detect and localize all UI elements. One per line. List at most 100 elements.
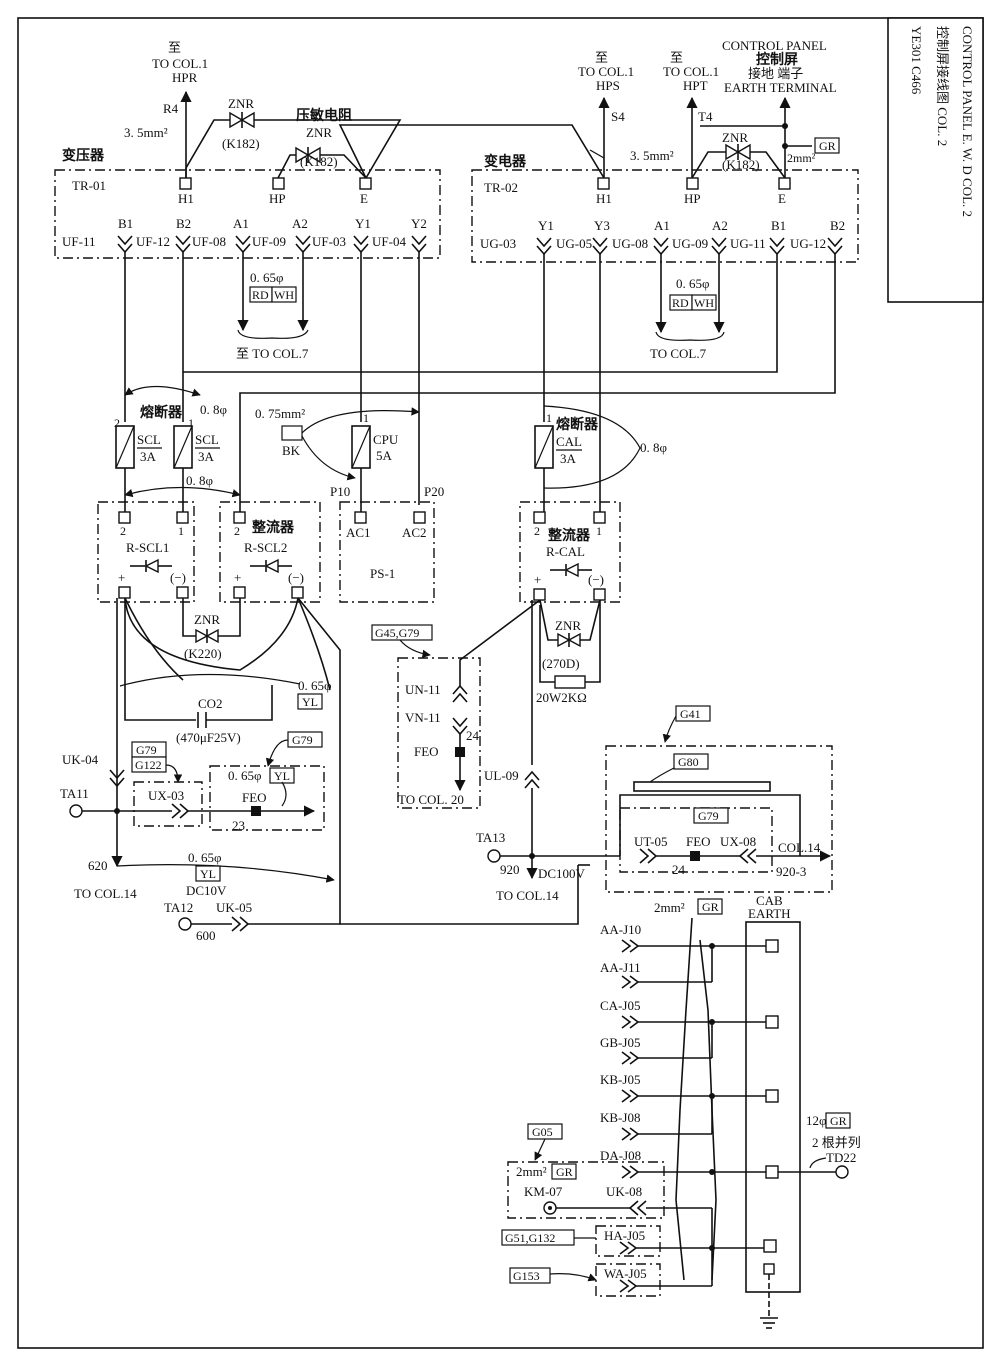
mid-feo: FEO — [414, 744, 439, 759]
earth-g05: G05 — [532, 1125, 553, 1139]
mid-dc100v: DC100V — [538, 866, 586, 881]
mid-270d: (270D) — [542, 656, 580, 671]
tr01-term-e — [359, 177, 372, 190]
tr02-wire-065: 0. 65φ — [676, 276, 710, 291]
ll-620: 620 — [88, 858, 108, 873]
rscl1-t2: 2 — [120, 524, 126, 538]
tr02-conn-ug05: UG-05 — [556, 236, 592, 251]
fuse-n2-left: 2 — [114, 416, 120, 430]
fuse-075: 0. 75mm² — [255, 406, 305, 421]
label-control-panel-cn: 控制屏 — [756, 51, 798, 68]
rcal-t2: 2 — [534, 524, 540, 538]
g41-tag — [675, 705, 711, 722]
earth-term-5 — [763, 1239, 777, 1253]
label-to-col1-hpr: TO COL.1 — [152, 56, 208, 71]
fuse-n1-cpu: 1 — [363, 411, 369, 425]
earth-gr: GR — [702, 900, 719, 914]
earth-cab: CAB — [756, 893, 783, 908]
tr02-label-y1: Y1 — [538, 218, 554, 233]
earth-wa: WA-J05 — [604, 1266, 647, 1281]
earth-term-2 — [765, 1015, 779, 1029]
label-r4: R4 — [163, 101, 179, 116]
label-earth-terminal: EARTH TERMINAL — [724, 80, 837, 95]
tr01-label-hp: HP — [269, 191, 286, 206]
ll-uk05: UK-05 — [216, 900, 252, 915]
mid-920: 920 — [500, 862, 520, 877]
rb-g80: G80 — [678, 755, 699, 769]
tr02-label-e: E — [778, 191, 786, 206]
ll-g79b: G79 — [292, 733, 313, 747]
ll-yl2: YL — [274, 769, 290, 783]
tr02-term-e — [778, 177, 791, 190]
earth-term-6 — [763, 1263, 775, 1275]
label-s4: S4 — [611, 109, 625, 124]
rb-ut05: UT-05 — [634, 834, 667, 849]
mid-ul09: UL-09 — [484, 768, 519, 783]
label-control-panel: CONTROL PANEL — [722, 38, 827, 53]
ll-yl-tag — [297, 693, 323, 710]
fuse-n1-left: 1 — [188, 416, 194, 430]
ta11-terminal — [69, 804, 83, 818]
earth-ca-j05: CA-J05 — [600, 998, 640, 1013]
label-varistor: 压敏电阻 — [296, 107, 352, 124]
ll-w065: 0. 65φ — [298, 678, 332, 693]
rscl2-cn: 整流器 — [251, 519, 295, 536]
rscl2-t2: 2 — [234, 524, 240, 538]
rb-24: 24 — [672, 862, 686, 877]
bk-tag — [281, 425, 303, 441]
ll-yl3: YL — [200, 867, 216, 881]
earth-kb-j05: KB-J05 — [600, 1072, 640, 1087]
rb-ux08: UX-08 — [720, 834, 756, 849]
tr01-label-b2: B2 — [176, 216, 191, 231]
tr01-label-y1: Y1 — [355, 216, 371, 231]
earth-g51: G51,G132 — [505, 1231, 555, 1245]
label-gr-top: GR — [819, 139, 836, 153]
rcal-cn: 整流器 — [547, 527, 591, 544]
gr-tag-top — [814, 137, 840, 154]
mid-znr: ZNR — [555, 618, 581, 633]
fuse-cal-name: CAL — [556, 434, 582, 449]
mid-vn11: VN-11 — [405, 710, 441, 725]
fuse-scl1-name: SCL — [137, 432, 161, 447]
ll-ux03: UX-03 — [148, 788, 184, 803]
tr01-rd: RD — [252, 288, 269, 302]
label-znr-3: ZNR — [722, 130, 748, 145]
earth-term-3 — [765, 1089, 779, 1103]
label-zhi-hps: 至 — [595, 50, 608, 65]
fuse-cal-amp: 3A — [560, 451, 577, 466]
tr02-conn-ug03: UG-03 — [480, 236, 516, 251]
tr02-wh-tag — [691, 294, 717, 311]
rscl1-minus: (−) — [170, 570, 186, 585]
tr01-to-col7: 至 TO COL.7 — [236, 346, 309, 361]
earth-term-1 — [765, 939, 779, 953]
label-k182-1: (K182) — [222, 136, 260, 151]
rb-g79: G79 — [698, 809, 719, 823]
tr02-label-hp: HP — [684, 191, 701, 206]
rscl2-name: R-SCL2 — [244, 540, 287, 555]
fuse-cn-left: 熔断器 — [140, 404, 183, 421]
fuse-bk: BK — [282, 443, 301, 458]
mid-24: 24 — [466, 728, 480, 743]
tr02-label-y3: Y3 — [594, 218, 610, 233]
tr01-conn-uf11: UF-11 — [62, 234, 95, 249]
tr01-cn: 变压器 — [62, 147, 105, 164]
label-hps: HPS — [596, 78, 620, 93]
earth-gr-tag — [697, 898, 723, 915]
tr01-conn-uf03: UF-03 — [312, 234, 346, 249]
top-labels: 至 TO COL.1 HPR 至 TO COL.1 HPS 至 TO COL.1… — [124, 38, 840, 172]
mid-to-col20: TO COL. 20 — [398, 792, 464, 807]
cab-earth-bar — [745, 921, 801, 1293]
label-to-col1-hps: TO COL.1 — [578, 64, 634, 79]
rb-9203: 920-3 — [776, 864, 806, 879]
fuse-p10: P10 — [330, 484, 350, 499]
title-line-2: 控制屏接线图 COL. 2 — [935, 26, 950, 146]
ll-co2-val: (470μF25V) — [176, 730, 241, 745]
label-to-col1-hpt: TO COL.1 — [663, 64, 719, 79]
tr01-term-hp — [272, 177, 285, 190]
tr01-label-a2: A2 — [292, 216, 308, 231]
tr02-label-b2: B2 — [830, 218, 845, 233]
ll-co2: CO2 — [198, 696, 223, 711]
earth-2mm-b: 2mm² — [516, 1164, 547, 1179]
earth-grb: GR — [556, 1165, 573, 1179]
tr02-name: TR-02 — [484, 180, 518, 195]
